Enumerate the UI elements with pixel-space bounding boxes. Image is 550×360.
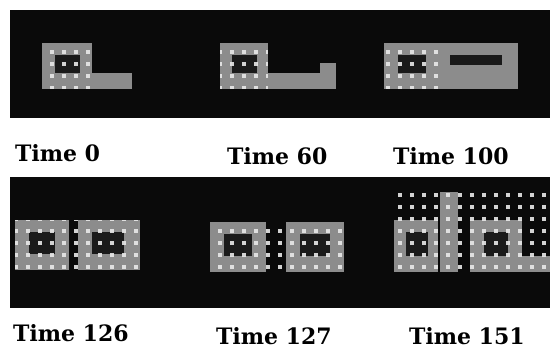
frame-time-151-image [394,192,550,272]
caption-time-0: Time 0 [15,143,100,165]
caption-time-126: Time 126 [13,323,129,345]
frame-time-127-image [210,222,344,272]
frame-time-0-image [42,43,132,89]
frame-time-126-image [15,220,140,270]
caption-time-127: Time 127 [216,326,332,348]
bottom-frame-strip [10,177,550,308]
frame-time-100-image [384,43,518,89]
caption-time-151: Time 151 [409,326,525,348]
caption-time-100: Time 100 [393,146,509,168]
frame-time-60-image [220,43,336,89]
top-frame-strip [10,10,550,118]
caption-time-60: Time 60 [227,146,327,168]
